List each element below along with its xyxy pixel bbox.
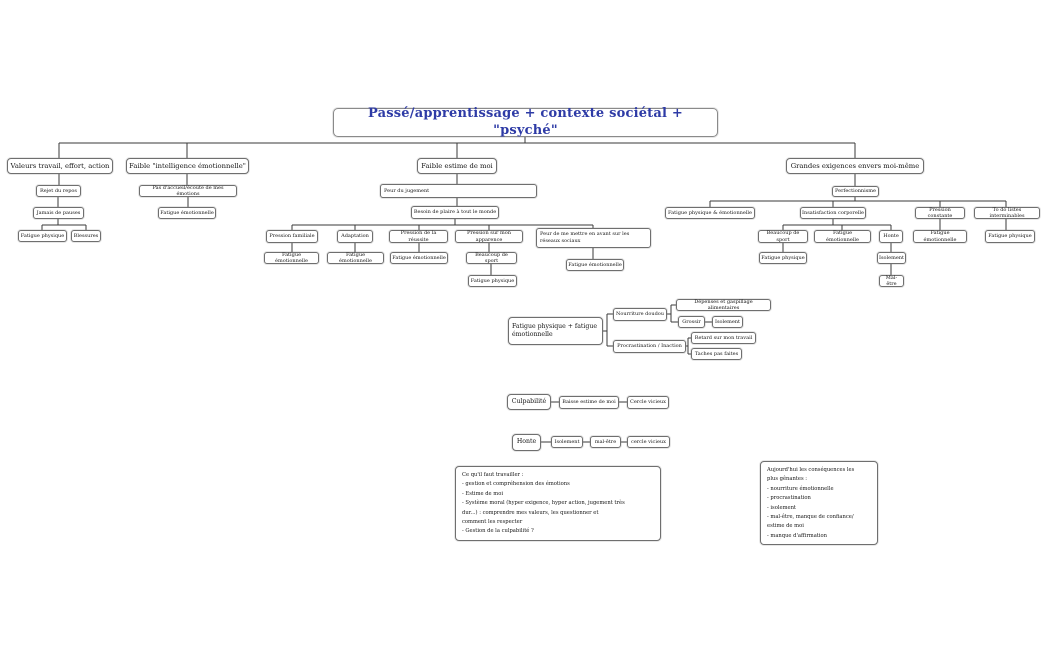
node-pression-de-la-reussite[interactable]: Pression de la réussite — [389, 230, 448, 243]
node-pression-familiale[interactable]: Pression familiale — [266, 230, 318, 243]
node-fatigue-physique-sport[interactable]: Fatigue physique — [759, 252, 807, 264]
node-beaucoup-de-sport-insatisfaction[interactable]: Beaucoup de sport — [758, 230, 808, 243]
node-isolement-grossir[interactable]: Isolement — [712, 316, 743, 328]
node-baisse-estime-de-moi[interactable]: Baisse estime de moi — [559, 396, 619, 409]
node-honte-insatisfaction[interactable]: Honte — [879, 230, 903, 243]
node-valeurs-travail[interactable]: Valeurs travail, effort, action — [7, 158, 113, 174]
node-fatigue-physique-todo[interactable]: Fatigue physique — [985, 230, 1035, 243]
node-honte-chain[interactable]: Honte — [512, 434, 541, 451]
node-peur-du-jugement[interactable]: Peur du jugement — [380, 184, 537, 198]
node-adaptation[interactable]: Adaptation — [337, 230, 373, 243]
node-fatigue-physique-apparence[interactable]: Fatigue physique — [468, 275, 517, 287]
node-todo-listes[interactable]: To do listes interminables — [974, 207, 1040, 219]
node-culpabilite[interactable]: Culpabilité — [507, 394, 551, 410]
node-grandes-exigences[interactable]: Grandes exigences envers moi-même — [786, 158, 924, 174]
map-title[interactable]: Passé/apprentissage + contexte sociétal … — [333, 106, 718, 138]
node-fatigue-emotionnelle-adaptation[interactable]: Fatigue émotionnelle — [327, 252, 384, 264]
node-fatigue-physique-et-emotionnelle[interactable]: Fatigue physique & émotionnelle — [665, 207, 755, 219]
node-grossir[interactable]: Grossir — [678, 316, 705, 328]
node-besoin-de-plaire[interactable]: Besoin de plaire à tout le monde — [411, 206, 499, 219]
node-pas-accueil-emotions[interactable]: Pas d'accueil/écoute de mes émotions — [139, 185, 237, 197]
node-perfectionnisme[interactable]: Perfectionnisme — [832, 186, 879, 197]
node-faible-intelligence-emotionnelle[interactable]: Faible "intelligence émotionnelle" — [126, 158, 249, 174]
node-fatigue-physique-valeurs[interactable]: Fatigue physique — [18, 230, 67, 242]
node-nourriture-doudou[interactable]: Nourriture doudou — [613, 308, 667, 321]
node-fatigue-emotionnelle-familiale[interactable]: Fatigue émotionnelle — [264, 252, 319, 264]
note-ce-quil-faut-travailler[interactable]: Ce qu'il faut travailler : - gestion et … — [455, 466, 661, 541]
node-cercle-vicieux-chain[interactable]: cercle vicieux — [627, 436, 670, 448]
node-mal-etre-chain[interactable]: mal-être — [590, 436, 621, 448]
node-rejet-du-repos[interactable]: Rejet du repos — [36, 185, 81, 197]
node-insatisfaction-corporelle[interactable]: Insatisfaction corporelle — [800, 207, 866, 219]
node-fatigue-physique-plus-emotionnelle[interactable]: Fatigue physique + fatigue émotionnelle — [508, 317, 603, 345]
node-cercle-vicieux-culpabilite[interactable]: Cercle vicieux — [627, 396, 669, 409]
node-pression-constante[interactable]: Pression constante — [915, 207, 965, 219]
node-isolement-honte[interactable]: Isolement — [877, 252, 906, 264]
node-fatigue-emotionnelle-intelligence[interactable]: Fatigue émotionnelle — [158, 207, 216, 219]
node-pression-apparence[interactable]: Pression sur mon apparence — [455, 230, 523, 243]
node-beaucoup-de-sport-apparence[interactable]: Beaucoup de sport — [466, 252, 517, 264]
node-jamais-de-pauses[interactable]: Jamais de pauses — [33, 207, 84, 219]
node-retard-travail[interactable]: Retard sur mon travail — [691, 332, 756, 344]
node-fatigue-emotionnelle-insatisfaction[interactable]: Fatigue émotionnelle — [814, 230, 871, 243]
node-peur-reseaux-sociaux[interactable]: Peur de me mettre en avant sur les résea… — [536, 228, 651, 248]
node-fatigue-emotionnelle-constante[interactable]: Fatigue émotionnelle — [913, 230, 967, 243]
node-fatigue-emotionnelle-reseaux[interactable]: Fatigue émotionnelle — [566, 259, 624, 271]
node-fatigue-emotionnelle-reussite[interactable]: Fatigue émotionnelle — [390, 252, 448, 264]
node-depenses-gaspillage[interactable]: Dépenses et gaspillage alimentaires — [676, 299, 771, 311]
node-procrastination-inaction[interactable]: Procrastination / Inaction — [613, 340, 686, 353]
node-taches-pas-faites[interactable]: Taches pas faites — [691, 348, 742, 360]
node-blessures[interactable]: Blessures — [71, 230, 101, 242]
node-isolement-chain[interactable]: Isolement — [551, 436, 583, 448]
note-consequences-genantes[interactable]: Aujourd'hui les conséquences les plus gê… — [760, 461, 878, 545]
node-faible-estime-de-moi[interactable]: Faible estime de moi — [417, 158, 497, 174]
node-mal-etre-isolement[interactable]: Mal-être — [879, 275, 904, 287]
